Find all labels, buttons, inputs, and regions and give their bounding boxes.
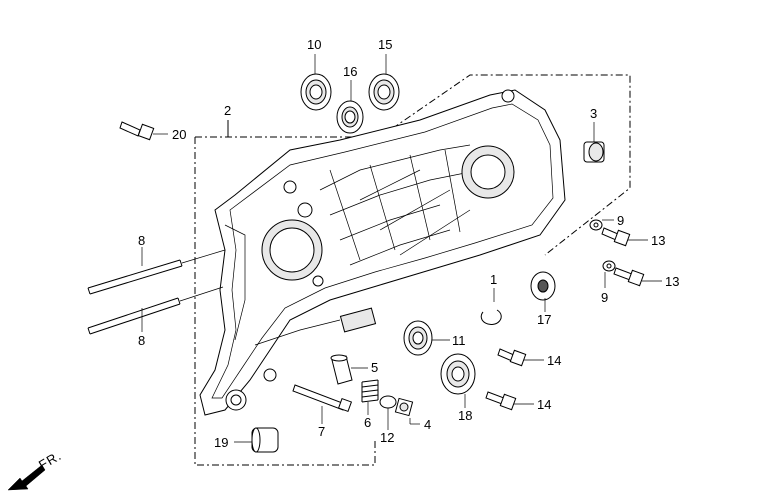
part-label-8-upper: 8 (138, 233, 145, 248)
part-label-12: 12 (380, 430, 394, 445)
part-label-17: 17 (537, 312, 551, 327)
part-label-8-lower: 8 (138, 333, 145, 348)
bearing-18 (440, 353, 476, 395)
part-label-6: 6 (364, 415, 371, 430)
crankcase-group-frame (194, 74, 631, 466)
front-direction-label: FR. (36, 448, 64, 473)
part-label-10: 10 (307, 37, 321, 52)
leader-lines (141, 54, 662, 443)
part-label-20: 20 (172, 127, 186, 142)
part-label-13-upper: 13 (651, 233, 665, 248)
flange-bolts-14 (485, 348, 527, 411)
part-label-9-lower: 9 (601, 290, 608, 305)
part-label-4: 4 (424, 417, 431, 432)
part-label-19: 19 (214, 435, 228, 450)
part-label-14-upper: 14 (547, 353, 561, 368)
part-label-2: 2 (224, 103, 231, 118)
oil-seal-17 (530, 271, 556, 301)
part-label-1: 1 (490, 272, 497, 287)
washers-and-bolts-right (589, 219, 645, 287)
shaft-7 (292, 384, 353, 413)
part-label-18: 18 (458, 408, 472, 423)
bearings-top (300, 73, 400, 134)
long-stud-bolts (87, 249, 226, 335)
front-direction-arrow (7, 464, 46, 491)
cap-5 (330, 354, 353, 385)
washer-12-nut-4 (379, 395, 414, 417)
part-label-11: 11 (452, 333, 466, 348)
left-crankcase-cover (199, 89, 566, 416)
bearing-11 (403, 320, 433, 356)
part-label-5: 5 (371, 360, 378, 375)
spring-6 (361, 379, 379, 403)
part-label-3: 3 (590, 106, 597, 121)
part-label-7: 7 (318, 424, 325, 439)
flange-bolt-20 (119, 121, 155, 141)
part-label-9-upper: 9 (617, 213, 624, 228)
part-label-16: 16 (343, 64, 357, 79)
bushing-19 (251, 427, 279, 453)
part-label-15: 15 (378, 37, 392, 52)
circlip-1 (480, 309, 502, 326)
bushing-3 (583, 141, 605, 163)
part-label-13-lower: 13 (665, 274, 679, 289)
part-label-14-lower: 14 (537, 397, 551, 412)
